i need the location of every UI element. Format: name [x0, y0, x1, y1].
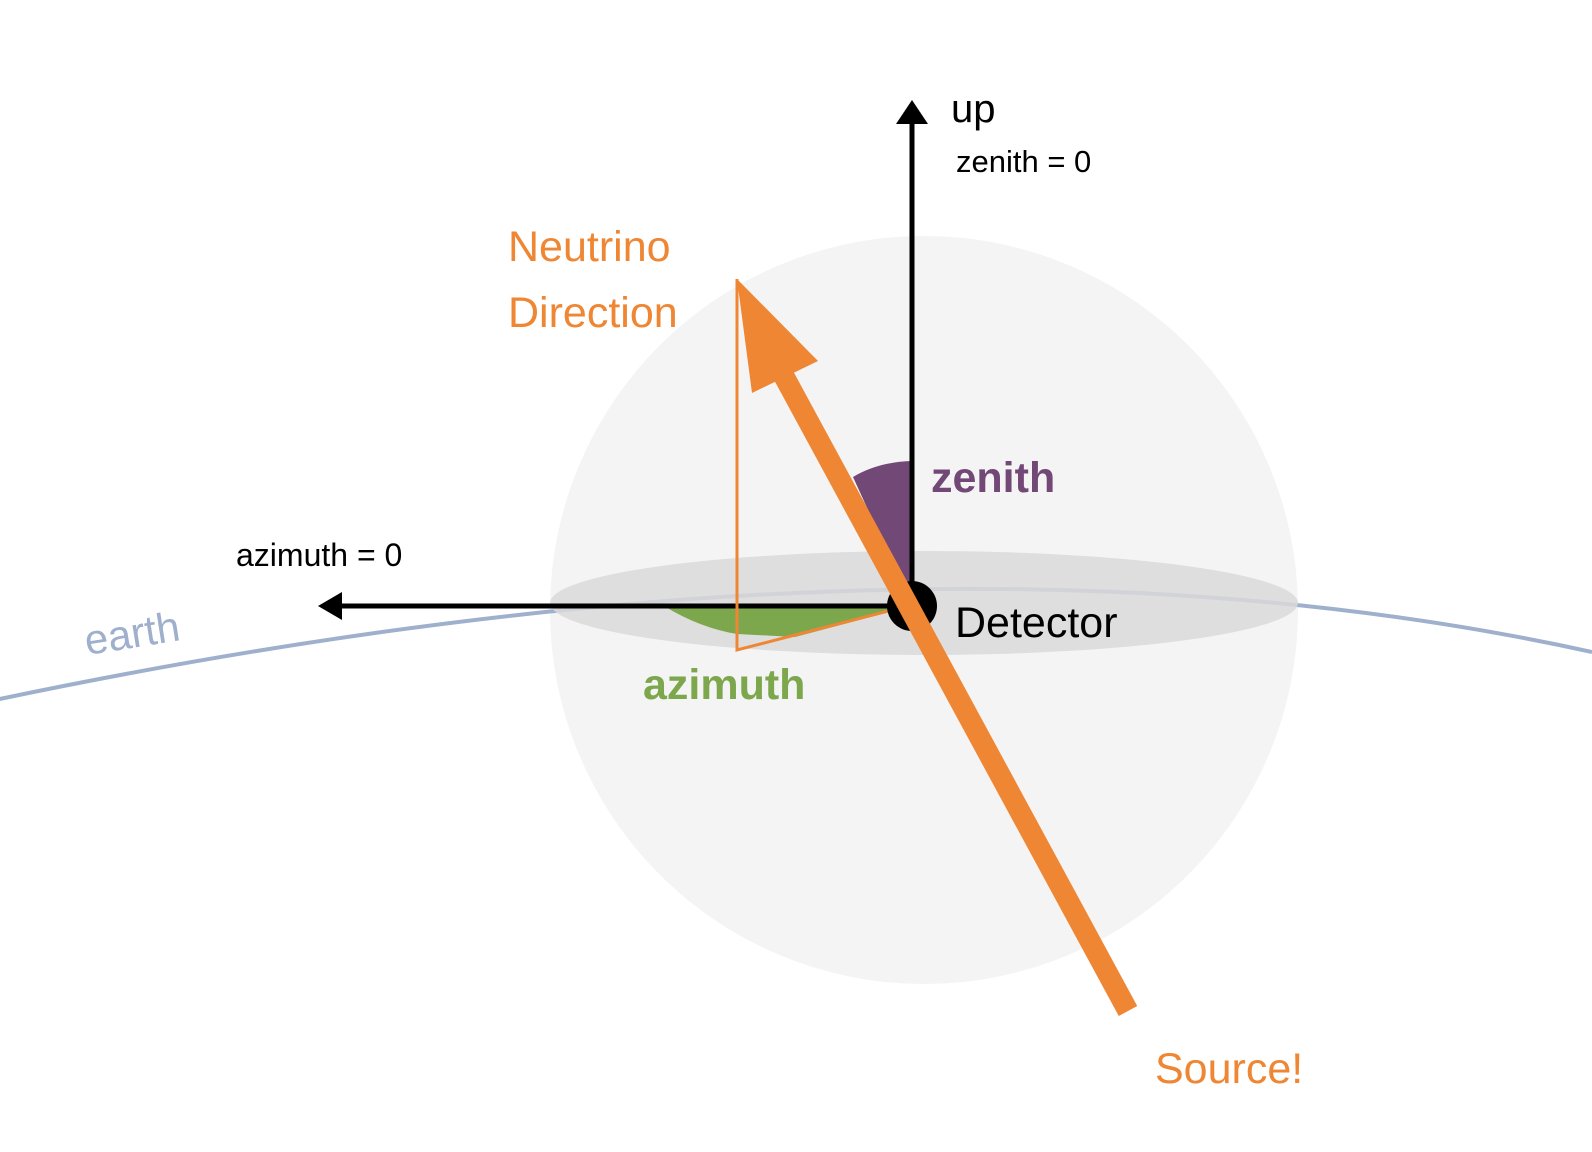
detector-label: Detector: [955, 599, 1118, 647]
neutrino-direction-label-line2: Direction: [508, 289, 678, 337]
zenith-label: zenith: [931, 454, 1055, 502]
earth-label: earth: [81, 602, 183, 663]
up-axis-arrowhead: [896, 100, 928, 124]
neutrino-direction-label-line1: Neutrino: [508, 223, 671, 271]
neutrino-direction-arrow: [763, 350, 1138, 1017]
azimuth-zero-label: azimuth = 0: [236, 537, 402, 573]
azimuth-label: azimuth: [643, 661, 805, 709]
zenith-zero-label: zenith = 0: [956, 144, 1091, 179]
azimuth-angle-wedge: [664, 606, 912, 637]
neutrino-direction-arrowhead: [737, 279, 818, 393]
up-label: up: [951, 87, 996, 131]
azimuth-zero-arrowhead: [318, 592, 342, 620]
projection-lines: [735, 279, 901, 652]
source-label: Source!: [1155, 1045, 1303, 1093]
